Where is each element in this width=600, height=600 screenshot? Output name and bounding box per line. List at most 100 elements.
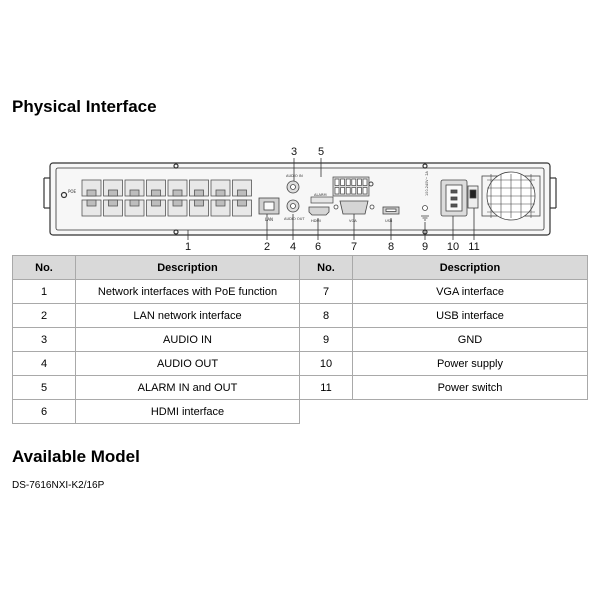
poe-port xyxy=(189,179,209,197)
table-row: 4 AUDIO OUT 10 Power supply xyxy=(12,351,588,376)
cell-no: 6 xyxy=(12,399,76,424)
audio-in-port xyxy=(286,180,300,194)
cell-description: HDMI interface xyxy=(75,399,300,424)
callout-number: 2 xyxy=(264,241,270,250)
callout-number: 10 xyxy=(447,241,459,250)
callout-number: 11 xyxy=(468,241,479,250)
poe-port xyxy=(103,199,123,217)
cell-description: Network interfaces with PoE function xyxy=(75,279,300,304)
alarm-pin xyxy=(345,178,351,186)
power-socket xyxy=(440,179,468,217)
poe-port xyxy=(124,179,145,197)
poe-port xyxy=(167,179,188,197)
poe-port xyxy=(81,199,102,217)
cell-no: 9 xyxy=(299,327,353,352)
table-row: 3 AUDIO IN 9 GND xyxy=(12,327,588,352)
alarm-terminal-block xyxy=(310,176,370,204)
nvr-rear-panel-diagram: POE LAN AUDIO IN AUDIO OUT ALARM HDMI VG… xyxy=(43,146,557,250)
lan-label: LAN xyxy=(265,217,273,222)
cell-description: LAN network interface xyxy=(75,303,300,328)
poe-port xyxy=(232,179,252,197)
header-no-left: No. xyxy=(12,255,76,280)
cell-description: AUDIO IN xyxy=(75,327,300,352)
fan-icon xyxy=(481,171,541,221)
hdmi-port xyxy=(308,206,330,216)
callout-group: 1 2 3 4 5 6 7 8 9 10 11 xyxy=(185,146,480,250)
audio-in-label: AUDIO IN xyxy=(286,174,303,178)
cell-empty xyxy=(300,400,353,424)
cell-no: 1 xyxy=(12,279,76,304)
cell-description: GND xyxy=(352,327,588,352)
header-description-right: Description xyxy=(352,255,588,280)
audio-out-port xyxy=(286,199,300,213)
alarm-label: ALARM xyxy=(314,193,327,197)
alarm-pin xyxy=(362,187,368,195)
vga-port xyxy=(333,200,375,215)
alarm-pin xyxy=(345,187,351,195)
hdmi-label: HDMI xyxy=(311,219,321,223)
alarm-pin xyxy=(351,187,357,195)
alarm-pin xyxy=(357,178,362,186)
cell-no: 7 xyxy=(299,279,353,304)
audio-out-label: AUDIO OUT xyxy=(284,217,305,221)
poe-port xyxy=(210,179,231,197)
cell-no: 5 xyxy=(12,375,76,400)
callout-number: 9 xyxy=(422,241,428,250)
usb-label: USB xyxy=(385,219,393,223)
cell-no: 10 xyxy=(299,351,353,376)
poe-port-block xyxy=(81,179,252,217)
cell-description: AUDIO OUT xyxy=(75,351,300,376)
callout-number: 8 xyxy=(388,241,394,250)
cell-empty xyxy=(353,400,588,424)
cell-description: Power switch xyxy=(352,375,588,400)
cell-no: 8 xyxy=(299,303,353,328)
cell-description: VGA interface xyxy=(352,279,588,304)
poe-port xyxy=(167,199,188,217)
cell-no: 11 xyxy=(299,375,353,400)
section-title-physical-interface: Physical Interface xyxy=(12,97,157,116)
poe-port xyxy=(81,179,102,197)
power-rating-label: 100-240V~ 2A xyxy=(425,170,429,196)
alarm-pin xyxy=(334,187,340,195)
header-description-left: Description xyxy=(75,255,300,280)
callout-number: 7 xyxy=(351,241,357,250)
cell-no: 4 xyxy=(12,351,76,376)
callout-number: 1 xyxy=(185,241,191,250)
table-row: 5 ALARM IN and OUT 11 Power switch xyxy=(12,375,588,400)
usb-port xyxy=(382,206,400,215)
section-title-available-model: Available Model xyxy=(12,447,140,466)
poe-port xyxy=(189,199,209,217)
table-row: 2 LAN network interface 8 USB interface xyxy=(12,303,588,328)
table-row: 1 Network interfaces with PoE function 7… xyxy=(12,279,588,304)
poe-label: POE xyxy=(68,189,77,194)
poe-port xyxy=(210,199,231,217)
cell-no: 3 xyxy=(12,327,76,352)
poe-port xyxy=(232,199,252,217)
callout-number: 3 xyxy=(291,146,297,158)
poe-port xyxy=(146,179,166,197)
callout-number: 5 xyxy=(318,146,324,158)
alarm-pin xyxy=(340,178,345,186)
table-row: 6 HDMI interface xyxy=(12,399,588,424)
cell-no: 2 xyxy=(12,303,76,328)
power-switch xyxy=(467,185,479,209)
callout-number: 4 xyxy=(290,241,296,250)
model-number: DS-7616NXI-K2/16P xyxy=(12,480,105,491)
poe-port xyxy=(103,179,123,197)
alarm-pin xyxy=(362,178,368,186)
callout-number: 6 xyxy=(315,241,321,250)
vga-label: VGA xyxy=(349,219,357,223)
lan-port xyxy=(258,197,280,215)
screw-icon xyxy=(368,181,374,187)
gnd-terminal xyxy=(421,205,429,221)
table-header-row: No. Description No. Description xyxy=(12,255,588,280)
alarm-pin xyxy=(351,178,357,186)
interface-table: No. Description No. Description 1 Networ… xyxy=(12,255,588,424)
poe-port xyxy=(146,199,166,217)
alarm-pin xyxy=(340,187,345,195)
poe-port xyxy=(124,199,145,217)
header-no-right: No. xyxy=(299,255,353,280)
alarm-pin xyxy=(357,187,362,195)
cell-description: ALARM IN and OUT xyxy=(75,375,300,400)
cell-description: USB interface xyxy=(352,303,588,328)
